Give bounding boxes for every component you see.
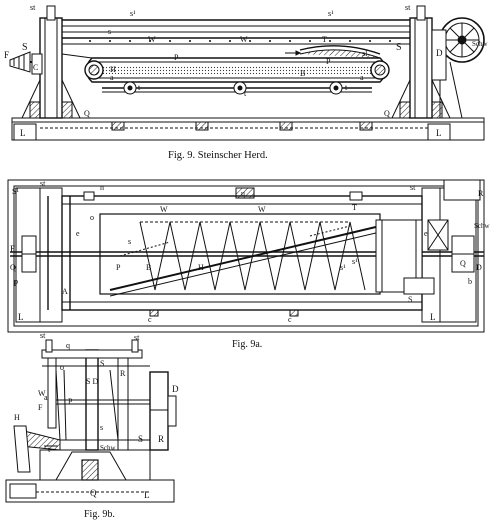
fig9-elevation [9, 5, 485, 141]
label-d: D [172, 384, 179, 394]
label-st1: st [40, 331, 46, 340]
label-w1: W [160, 205, 168, 214]
label-s3: s¹ [352, 257, 358, 266]
label-w1: W [148, 35, 156, 44]
label-f: F [4, 50, 9, 60]
label-st1: st [30, 3, 36, 12]
label-a1: a [110, 73, 114, 82]
fig9a-plan [7, 179, 485, 333]
label-d: D [436, 48, 443, 58]
label-a: A [62, 287, 68, 296]
label-s-right: S [396, 42, 402, 53]
caption-fig9a: Fig. 9a. [232, 339, 263, 350]
label-s1: S [100, 359, 104, 368]
label-t2: t [244, 89, 247, 98]
label-u: u [241, 189, 245, 198]
label-q2: Q [90, 488, 97, 498]
label-d: D [476, 263, 482, 272]
label-o: o [90, 213, 94, 222]
label-s2: s¹ [328, 9, 334, 18]
label-st1: st [40, 179, 46, 188]
label-s3: s [108, 27, 111, 36]
label-st2: st [405, 3, 411, 12]
label-l-left: L [20, 128, 26, 138]
label-e2: e [424, 229, 428, 238]
label-f: F [10, 244, 15, 254]
label-s1: s¹ [130, 9, 136, 18]
label-l: L [144, 490, 150, 500]
label-s4: S [408, 295, 412, 304]
caption-fig9b: Fig. 9b. [84, 509, 115, 520]
label-s3: s [100, 423, 103, 432]
label-s2: s¹ [340, 263, 346, 272]
label-f: F [38, 403, 43, 412]
label-schw: Schw [474, 222, 491, 230]
label-c2: c [288, 315, 292, 324]
label-b: B [300, 69, 305, 78]
label-s: s [128, 237, 131, 246]
label-n: n [100, 183, 104, 192]
label-st2: st [410, 183, 416, 192]
label-w: W [38, 389, 46, 398]
label-t: t [48, 445, 51, 454]
label-r: R [120, 369, 126, 378]
fig9b-section [5, 339, 177, 503]
label-schw: Schw [472, 40, 489, 48]
label-l-right: L [436, 128, 442, 138]
label-s1: S¹ [12, 187, 19, 196]
label-t: T [352, 203, 357, 212]
label-t3: t [345, 83, 348, 92]
label-p: P [68, 397, 73, 406]
label-l1: L [18, 312, 24, 322]
label-e1: e [76, 229, 80, 238]
label-p: P [116, 263, 121, 272]
label-p2: p [14, 277, 18, 286]
label-a2: a [360, 73, 364, 82]
label-s-left: S [22, 42, 28, 53]
fig9b-labels: st st q S D S R P W F H o a s t Schw S D… [14, 331, 179, 500]
label-b: B [146, 263, 151, 272]
label-o: o [60, 363, 64, 372]
label-a: a [44, 393, 48, 402]
label-c: C [33, 63, 38, 72]
label-l2: L [430, 312, 436, 322]
label-r: R [478, 189, 484, 198]
label-sd: S D [86, 377, 98, 386]
label-q2: Q [460, 259, 466, 268]
label-h: H [14, 413, 20, 422]
fig9a-labels: S¹ st F Q L n o s e W u W T P B H A c c … [10, 179, 491, 324]
label-s2: S [138, 434, 143, 444]
label-st2: st [134, 333, 140, 342]
label-c1: c [148, 315, 152, 324]
label-t1: t [138, 83, 141, 92]
label-sl: sl [362, 49, 368, 58]
label-h: H [198, 263, 204, 272]
fig9-labels: S F C L Q st s¹ s W W T s¹ st sl P P H B… [4, 3, 489, 138]
label-r2: R [158, 434, 164, 444]
label-q-left: Q [84, 109, 90, 118]
label-q-right: Q [384, 109, 390, 118]
label-p2: P [326, 57, 331, 66]
label-b2: b [468, 277, 472, 286]
caption-fig9: Fig. 9. Steinscher Herd. [168, 150, 268, 161]
label-w2: W [240, 35, 248, 44]
label-h: H [110, 65, 116, 74]
label-q1: q [66, 341, 70, 350]
label-t: T [322, 35, 327, 44]
label-w2: W [258, 205, 266, 214]
label-q1: Q [10, 263, 16, 272]
label-schw: Schw [100, 444, 117, 452]
label-p1: P [174, 53, 179, 62]
